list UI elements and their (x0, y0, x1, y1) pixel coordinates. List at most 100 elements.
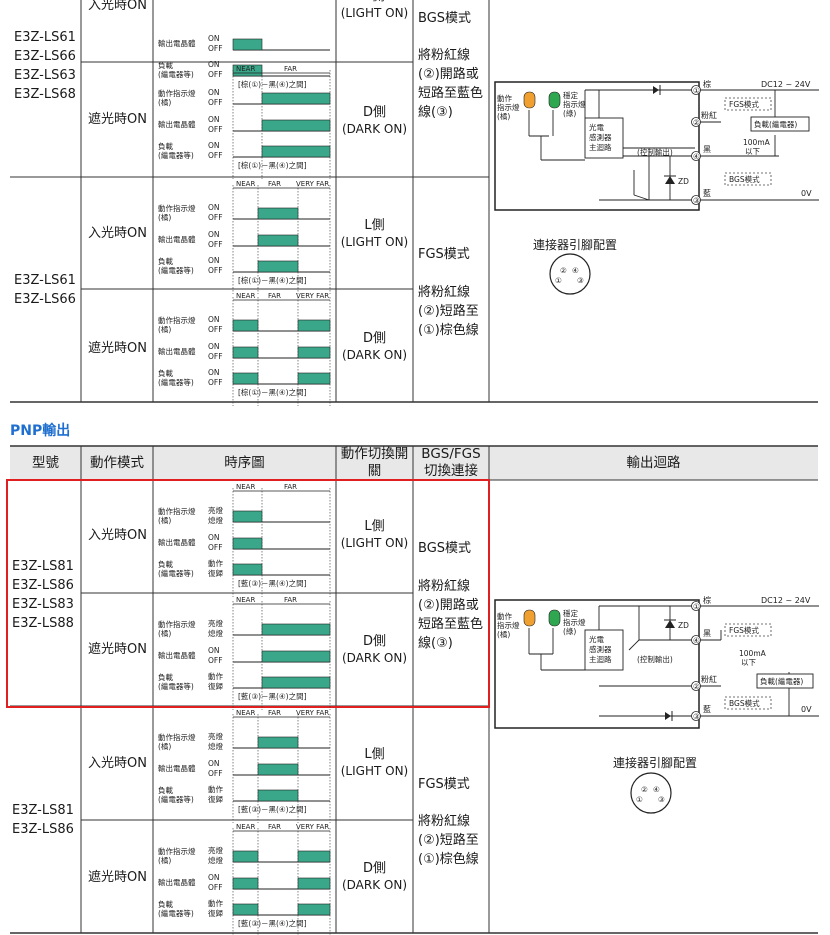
timing-5-row2-label1: (繼電器等) (158, 681, 194, 691)
timing-0-row2-label0: 負載 (158, 60, 173, 70)
npn-fgs-mode: FGS模式 (418, 247, 470, 262)
timing-3-row2-label1: (繼電器等) (158, 377, 194, 387)
timing-3-near: NEAR (236, 292, 255, 300)
pnp-blue: 藍 (703, 704, 711, 714)
timing-2-veryfar: VERY FAR (296, 180, 329, 188)
pnp-pin1: ① (693, 602, 700, 611)
timing-7-veryfar: VERY FAR (296, 823, 329, 831)
npn-main-circuit-line3: 主迴路 (589, 142, 612, 152)
pnp-stab-ind-3: (綠) (563, 626, 576, 636)
timing-2-near: NEAR (236, 180, 255, 188)
pnp-zd: ZD (678, 621, 689, 630)
npn-blue: 藍 (703, 188, 711, 198)
npn-op-ind-3: (橘) (497, 111, 510, 121)
timing-2-row0-pulse0 (257, 207, 299, 220)
pnp-orange-led-icon (523, 609, 536, 627)
timing-2-row2-on: ON (208, 256, 220, 265)
timing-7-near: NEAR (236, 823, 255, 831)
timing-4-row0-pulse0 (232, 510, 263, 523)
pnp-row1-mode: 入光時ON (88, 528, 147, 543)
timing-0-row1-pulse0 (232, 38, 263, 51)
timing-0-row2-label1: (繼電器等) (158, 69, 194, 79)
timing-6-row1-on: ON (208, 759, 220, 768)
timing-0-row1-on: ON (208, 34, 220, 43)
timing-4-row0-label1: (橘) (158, 515, 171, 525)
pnp-brown: 棕 (703, 595, 711, 605)
timing-1-row0-label0: 動作指示燈 (158, 88, 196, 98)
timing-2-row0-label1: (橘) (158, 212, 171, 222)
timing-4-row0-label0: 動作指示燈 (158, 506, 196, 516)
pnp-current-2: 以下 (741, 658, 756, 667)
timing-7-row2-off: 復歸 (208, 908, 223, 918)
pnp-load: 負載(繼電器) (760, 676, 803, 686)
pnp-row3-switch: L側 (LIGHT ON) (340, 747, 409, 778)
npn-row2-switch: D側 (DARK ON) (341, 105, 408, 136)
timing-3-row1-off: OFF (208, 352, 223, 361)
timing-3-row0-pulse1 (297, 319, 331, 332)
timing-3-row2-pulse1 (297, 372, 331, 385)
timing-0-row2-on: ON (208, 60, 220, 69)
timing-5-row1-off: OFF (208, 656, 223, 665)
pnp-table-grid (6, 445, 818, 934)
pnp-black: 黑 (703, 629, 711, 638)
timing-2-row0-on: ON (208, 203, 220, 212)
timing-4-row2-on: 動作 (208, 558, 223, 568)
timing-6-row2-off: 復歸 (208, 794, 223, 804)
timing-3-row0-label0: 動作指示燈 (158, 315, 196, 325)
pnp-fgs: FGS模式 (729, 625, 759, 635)
npn-op-ind-1: 動作 (497, 93, 512, 103)
timing-6-row0-on: 亮燈 (208, 731, 223, 741)
timing-7-row1-pulse0 (232, 877, 259, 890)
pnp-main-circuit-line1: 光電 (589, 634, 604, 644)
timing-3-row1-pulse0 (232, 346, 259, 359)
timing-3-row0-on: ON (208, 315, 220, 324)
npn-current-1: 100mA (743, 138, 771, 147)
pnp-models-b: E3Z-LS81 E3Z-LS86 (12, 803, 74, 837)
timing-0-row1-off: OFF (208, 44, 223, 53)
pnp-bgs-mode: BGS模式 (418, 541, 472, 556)
timing-1-row1-on: ON (208, 115, 220, 124)
timing-2-row1-pulse0 (257, 234, 299, 247)
npn-0v: 0V (801, 189, 812, 198)
timing-7-row2-label1: (繼電器等) (158, 908, 194, 918)
timing-3-row0-off: OFF (208, 325, 223, 334)
timing-1-row1-off: OFF (208, 125, 223, 134)
npn-supply: DC12 ~ 24V (761, 80, 811, 89)
npn-conn-pin2: ② (560, 266, 567, 275)
npn-conn-pin1: ① (555, 276, 562, 285)
npn-pink: 粉紅 (701, 110, 717, 120)
timing-6-row2-label0: 負載 (158, 785, 173, 795)
npn-row4-switch: D側 (DARK ON) (341, 331, 408, 362)
npn-black: 黑 (703, 145, 711, 154)
pnp-op-ind-2: 指示燈 (497, 620, 520, 630)
pnp-connector-title: 連接器引腳配置 (613, 756, 698, 770)
timing-5-row0-pulse0 (261, 623, 331, 636)
npn-pin3: ③ (693, 196, 700, 205)
timing-7-row0-off: 熄燈 (208, 855, 223, 865)
timing-1-row2-off: OFF (208, 151, 223, 160)
timing-1-row0-label1: (橘) (158, 97, 171, 107)
timing-6-row2-on: 動作 (208, 784, 223, 794)
timing-7-row0-on: 亮燈 (208, 845, 223, 855)
npn-fgs-desc: 將粉紅線 (②)短路至 (①)棕色線 (418, 285, 479, 338)
npn-main-circuit-line1: 光電 (589, 122, 604, 132)
pnp-bgs-desc: 將粉紅線 (②)開路或 短路至藍色 線(③) (418, 579, 484, 651)
timing-7-row1-off: OFF (208, 883, 223, 892)
timing-7-row0-label1: (橘) (158, 855, 171, 865)
npn-models-a: E3Z-LS61 E3Z-LS66 E3Z-LS63 E3Z-LS68 (14, 30, 76, 102)
timing-6-row2-pulse0 (257, 789, 299, 802)
timing-1-row2-on: ON (208, 141, 220, 150)
timing-2-row1-off: OFF (208, 240, 223, 249)
pnp-conn-pin2: ② (641, 785, 648, 794)
npn-stab-ind-2: 指示燈 (563, 99, 586, 109)
timing-3-veryfar: VERY FAR (296, 292, 329, 300)
pnp-supply: DC12 ~ 24V (761, 596, 811, 605)
timing-5-row0-on: 亮燈 (208, 618, 223, 628)
timing-1-row1-pulse0 (261, 119, 331, 132)
pnp-output-circuit: 光電 感測器 主迴路 ZD 動作 指示燈 (橘) 穩定 指示燈 (綠) (控制輸… (494, 595, 819, 729)
timing-6-row1-label0: 輸出電晶體 (158, 763, 196, 773)
timing-4-far: FAR (284, 483, 297, 491)
npn-green-led-icon (548, 91, 561, 109)
timing-1-ref: [棕(①)－黑(④)之間] (238, 160, 307, 170)
timing-6-veryfar: VERY FAR (296, 709, 329, 717)
